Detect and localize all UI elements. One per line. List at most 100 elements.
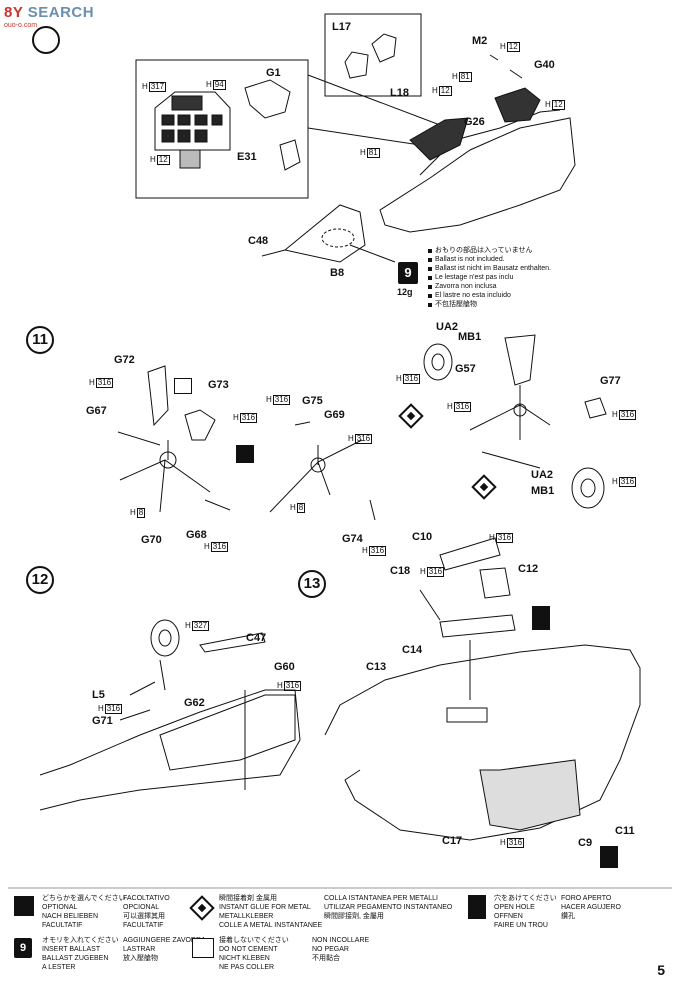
legend-open-hole-icon xyxy=(468,895,486,919)
part-label-c11: C11 xyxy=(615,825,635,837)
part-label-c17: C17 xyxy=(442,835,463,847)
instrument-panel-drawing xyxy=(154,91,231,169)
seat-part-inset xyxy=(324,13,422,97)
part-label-l5: L5 xyxy=(92,689,105,701)
step-number-12: 12 xyxy=(26,566,54,594)
fuselage-forward-drawing xyxy=(379,117,576,233)
step-11-gear-drawing xyxy=(117,365,376,521)
part-label-c10: C10 xyxy=(412,531,433,543)
part-label-mb1: MB1 xyxy=(458,331,482,343)
part-label-c18: C18 xyxy=(390,565,411,577)
watermark-url: ouo-o.com xyxy=(4,22,38,29)
part-label-c14: C14 xyxy=(402,644,423,656)
part-label-g73: G73 xyxy=(208,379,229,391)
part-label-g60: G60 xyxy=(274,661,295,673)
step-11-wheel-drawing xyxy=(423,334,607,509)
legend-ballast-icon: 9 xyxy=(14,938,32,958)
step-10-marker xyxy=(32,26,60,54)
g1-part-drawing xyxy=(244,79,291,119)
ballast-note: おもりの部品は入っていません Ballast is not included. … xyxy=(428,246,551,309)
part-label-g69: G69 xyxy=(324,409,345,421)
e31-part-drawing xyxy=(279,139,301,171)
ballast-icon: 9 xyxy=(398,262,418,284)
part-label-e31: E31 xyxy=(237,151,257,163)
part-label-c48: C48 xyxy=(248,235,269,247)
page-number: 5 xyxy=(657,962,665,978)
part-label-g68: G68 xyxy=(186,529,207,541)
part-label-ua2-b: UA2 xyxy=(531,469,554,481)
part-label-m2: M2 xyxy=(472,35,488,47)
open-hole-icon xyxy=(600,846,618,868)
step-13-drawing xyxy=(324,537,641,841)
part-label-c9: C9 xyxy=(578,837,593,849)
part-label-g70: G70 xyxy=(141,534,162,546)
part-label-c13: C13 xyxy=(366,661,387,673)
part-label-g71: G71 xyxy=(92,715,113,727)
watermark: 8Y SEARCH xyxy=(4,4,95,21)
legend-no-cement-icon xyxy=(192,938,214,958)
ballast-position-outline xyxy=(321,228,355,248)
part-label-mb1-b: MB1 xyxy=(531,485,555,497)
cockpit-inset-box xyxy=(135,59,309,199)
no-cement-icon xyxy=(174,378,192,394)
legend-optional-icon xyxy=(14,896,34,916)
part-label-ua2: UA2 xyxy=(436,321,459,333)
nose-cone-drawing xyxy=(283,204,366,263)
g40-part-drawing xyxy=(494,87,541,123)
part-label-g57: G57 xyxy=(455,363,476,375)
part-label-g72: G72 xyxy=(114,354,135,366)
open-hole-icon xyxy=(532,606,550,630)
part-label-c12: C12 xyxy=(518,563,539,575)
part-label-g74: G74 xyxy=(342,533,363,545)
ballast-weight: 12g xyxy=(397,287,413,297)
part-label-l17: L17 xyxy=(332,21,351,33)
part-label-l18: L18 xyxy=(390,87,409,99)
part-label-g1: G1 xyxy=(266,67,281,79)
g26-seat-drawing xyxy=(409,117,469,161)
part-label-g40: G40 xyxy=(534,59,555,71)
part-label-g75: G75 xyxy=(302,395,323,407)
step-12-drawing xyxy=(39,619,301,811)
step-number-11: 11 xyxy=(26,326,54,354)
part-label-g26: G26 xyxy=(464,116,485,128)
part-label-c47: C47 xyxy=(246,632,267,644)
part-label-g62: G62 xyxy=(184,697,205,709)
part-label-g67: G67 xyxy=(86,405,107,417)
